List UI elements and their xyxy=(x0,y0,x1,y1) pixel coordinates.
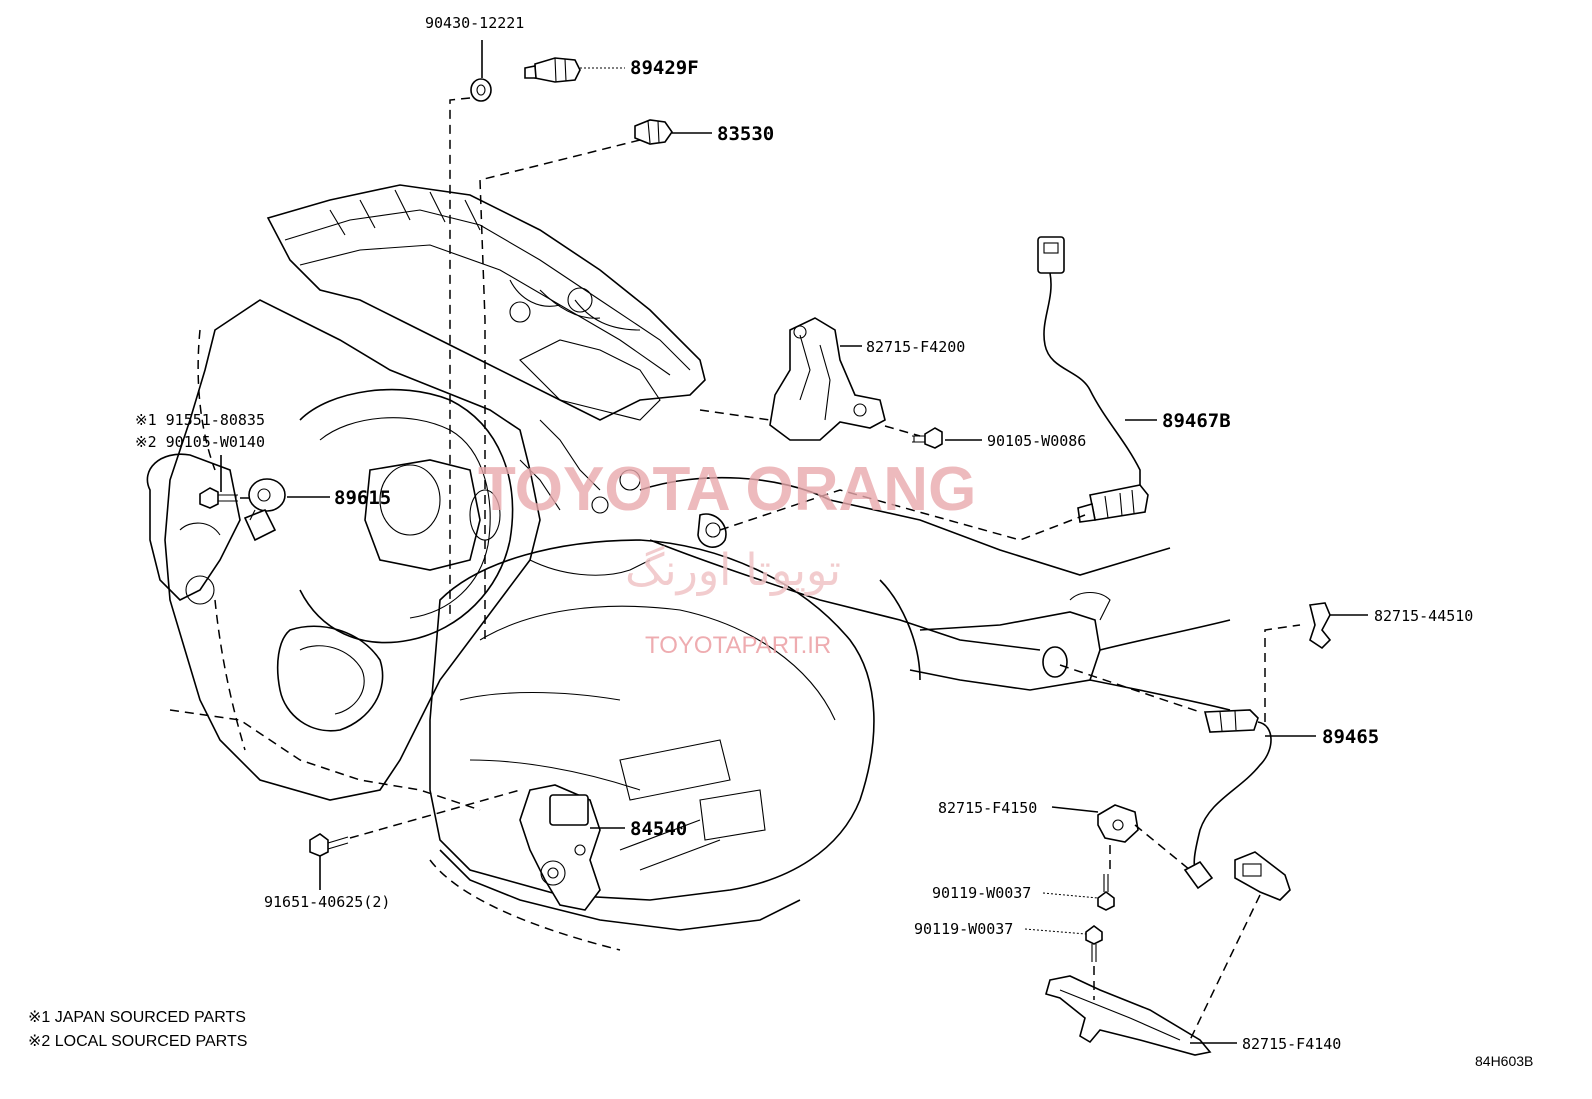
knock-sensor-part xyxy=(243,478,286,542)
label-90119-w0037-a: 90119-W0037 xyxy=(932,884,1031,902)
label-90105-w0086: 90105-W0086 xyxy=(987,432,1086,450)
diagram-code: 84H603B xyxy=(1475,1053,1533,1069)
bracket-f4150-part xyxy=(1097,804,1139,843)
oil-pressure-switch-part xyxy=(634,119,673,145)
note-local-sourced: ※2 LOCAL SOURCED PARTS xyxy=(28,1033,247,1050)
label-89467b: 89467B xyxy=(1162,410,1231,432)
bolt-w0037-a-part xyxy=(1097,874,1115,911)
label-90430-12221: 90430-12221 xyxy=(425,14,524,32)
bracket-f4140-part xyxy=(1045,975,1212,1056)
neutral-switch-part xyxy=(519,784,601,911)
note-japan-sourced: ※1 JAPAN SOURCED PARTS xyxy=(28,1009,246,1026)
label-90119-w0037-b: 90119-W0037 xyxy=(914,920,1013,938)
label-91551-80835: ※1 91551-80835 xyxy=(135,411,265,429)
watermark-main: TOYOTA ORANG xyxy=(478,455,976,524)
bolt-91651-part xyxy=(309,833,349,857)
engine-assembly-drawing xyxy=(146,184,1231,951)
watermark-persian: تویوتا اورنگ xyxy=(625,545,841,596)
label-82715-44510: 82715-44510 xyxy=(1374,607,1473,625)
bolt-w0037-b-part xyxy=(1085,925,1103,962)
bolt-w0086-part xyxy=(912,427,943,449)
label-82715-f4200: 82715-F4200 xyxy=(866,338,965,356)
label-90105-w0140: ※2 90105-W0140 xyxy=(135,433,265,451)
clamp-44510-part xyxy=(1309,602,1332,650)
sensor-89429f-part xyxy=(524,57,581,83)
bolt-w0140-part xyxy=(199,487,238,509)
label-91651-40625: 91651-40625(2) xyxy=(264,893,390,911)
label-82715-f4140: 82715-F4140 xyxy=(1242,1035,1341,1053)
oxygen-sensor-89467b-part xyxy=(1037,236,1149,523)
label-84540: 84540 xyxy=(630,818,687,840)
assembly-lines xyxy=(240,97,1301,1041)
oxygen-sensor-89465-part xyxy=(1183,709,1291,901)
bracket-f4200-part xyxy=(769,317,886,441)
watermark-site: TOYOTAPART.IR xyxy=(645,632,831,659)
label-83530: 83530 xyxy=(717,123,774,145)
label-82715-f4150: 82715-F4150 xyxy=(938,799,1037,817)
label-89465: 89465 xyxy=(1322,726,1379,748)
label-89615: 89615 xyxy=(334,487,391,509)
leader-lines xyxy=(220,40,1368,1044)
label-89429f: 89429F xyxy=(630,57,699,79)
washer-part xyxy=(470,78,492,102)
